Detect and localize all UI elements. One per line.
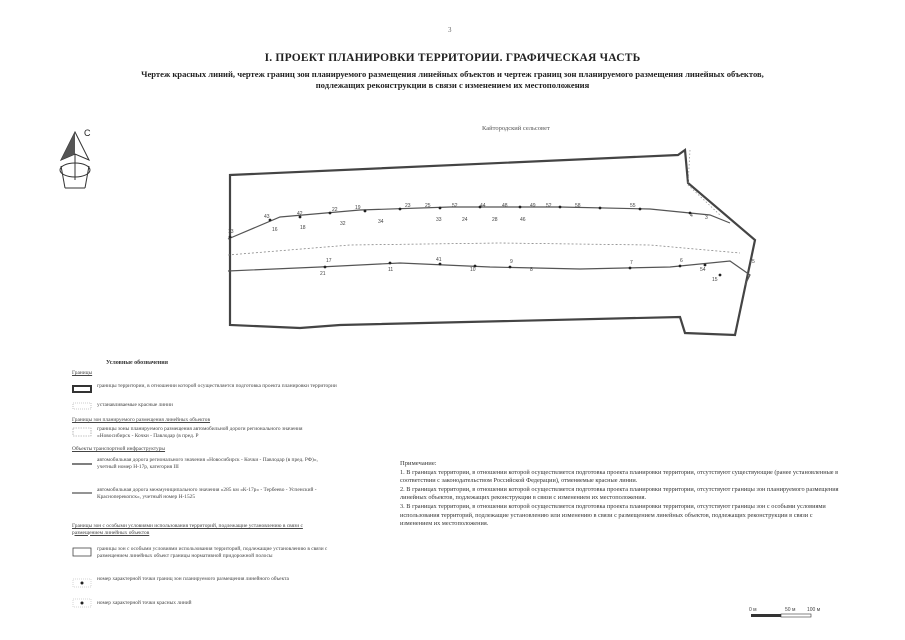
svg-text:7: 7 [630,260,633,266]
road2-symbol-icon [72,492,92,494]
legend-section-special: Границы зон с особыми условиями использо… [72,523,303,536]
legend-title: Условные обозначения [106,360,168,366]
notes-title: Примечание: [400,460,437,467]
legend-item-road2: автомобильная дорога межмуниципального з… [97,487,317,500]
scale-start: 0 м [749,607,757,613]
territory-boundary [228,147,757,337]
svg-text:16: 16 [272,227,278,233]
zone-point-symbol-icon [72,578,92,588]
svg-text:42: 42 [297,211,303,217]
svg-text:28: 28 [492,217,498,223]
svg-text:55: 55 [630,203,636,209]
svg-text:3: 3 [705,215,708,221]
red-point-symbol-icon [72,598,92,608]
scale-bar: 0 м 50 м 100 м [749,607,821,618]
top-points [228,205,692,239]
svg-text:8: 8 [530,267,533,273]
scale-mid: 50 м [785,607,796,613]
page-subtitle: Чертеж красных линий, чертеж границ зон … [141,69,764,90]
svg-text:18: 18 [300,225,306,231]
svg-text:54: 54 [700,267,706,273]
north-label: С [84,128,91,138]
svg-text:32: 32 [340,221,346,227]
svg-text:15: 15 [712,277,718,283]
svg-text:58: 58 [575,203,581,209]
svg-text:17: 17 [326,258,332,264]
legend-item-road1: автомобильная дорога регионального значе… [97,457,318,470]
bottom-points [323,261,722,277]
scale-end: 100 м [807,607,821,613]
notes: Примечание: 1. В границах территории, в … [400,460,840,529]
special-zone-symbol-icon [72,547,92,557]
svg-text:25: 25 [425,203,431,209]
village-label: Кайтородский сельсовет [482,125,550,132]
legend-item-special: границы зон с особыми условиями использо… [97,546,328,559]
svg-text:33: 33 [436,217,442,223]
svg-text:23: 23 [405,203,411,209]
svg-text:49: 49 [530,203,536,209]
svg-text:6: 6 [680,258,683,264]
svg-text:22: 22 [332,207,338,213]
zone-symbol-icon [72,427,92,437]
legend-item-territory: границы территории, в отношении которой … [97,383,337,389]
svg-text:19: 19 [355,205,361,211]
svg-text:43: 43 [264,214,270,220]
red-line-symbol-icon [72,402,92,410]
page-title: I. ПРОЕКТ ПЛАНИРОВКИ ТЕРРИТОРИИ. ГРАФИЧЕ… [264,52,641,64]
note-1: 1. В границах территории, в отношении ко… [400,468,839,485]
territory-symbol-icon [72,385,92,393]
legend-item-red-lines: устанавливаемые красные линии [97,402,173,408]
legend-item-point-red: номер характерной точки красных линий [97,600,192,606]
note-2: 2. В границах территории, в отношении ко… [400,485,839,502]
planning-map: 13 43 16 42 18 22 32 19 34 23 25 33 52 2… [227,147,757,337]
road-axis [227,242,741,256]
svg-text:10: 10 [470,267,476,273]
svg-text:34: 34 [378,219,384,225]
page-number: 3 [448,26,452,34]
red-line-bottom [227,260,751,286]
svg-text:11: 11 [388,267,393,273]
legend-section-borders: Границы [72,370,93,376]
svg-text:4: 4 [690,213,693,219]
road1-symbol-icon [72,463,92,465]
north-arrow-icon [59,130,91,189]
legend-section-infra: Объекты транспортной инфраструктуры [72,446,166,452]
svg-text:52: 52 [546,203,552,209]
side-road [687,149,721,216]
svg-text:9: 9 [510,259,513,265]
svg-text:5: 5 [752,259,755,265]
red-line-top [227,206,731,240]
svg-text:24: 24 [462,217,468,223]
legend-section-zones: Границы зон планируемого размещения лине… [72,417,211,423]
svg-text:13: 13 [228,229,234,235]
svg-text:48: 48 [502,203,508,209]
bottom-point-labels: 17 21 11 41 10 9 8 7 6 54 15 5 [320,257,755,283]
svg-text:41: 41 [436,257,442,263]
svg-text:46: 46 [520,217,526,223]
svg-text:52: 52 [452,203,458,209]
svg-text:21: 21 [320,271,326,277]
svg-text:44: 44 [480,203,486,209]
legend-item-point-zone: номер характерной точки границ зон плани… [97,576,289,582]
note-3: 3. В границах территории, в отношении ко… [400,502,826,528]
legend-item-zone: границы зоны планируемого размещения авт… [97,426,303,439]
top-point-labels: 13 43 16 42 18 22 32 19 34 23 25 33 52 2… [228,203,708,235]
